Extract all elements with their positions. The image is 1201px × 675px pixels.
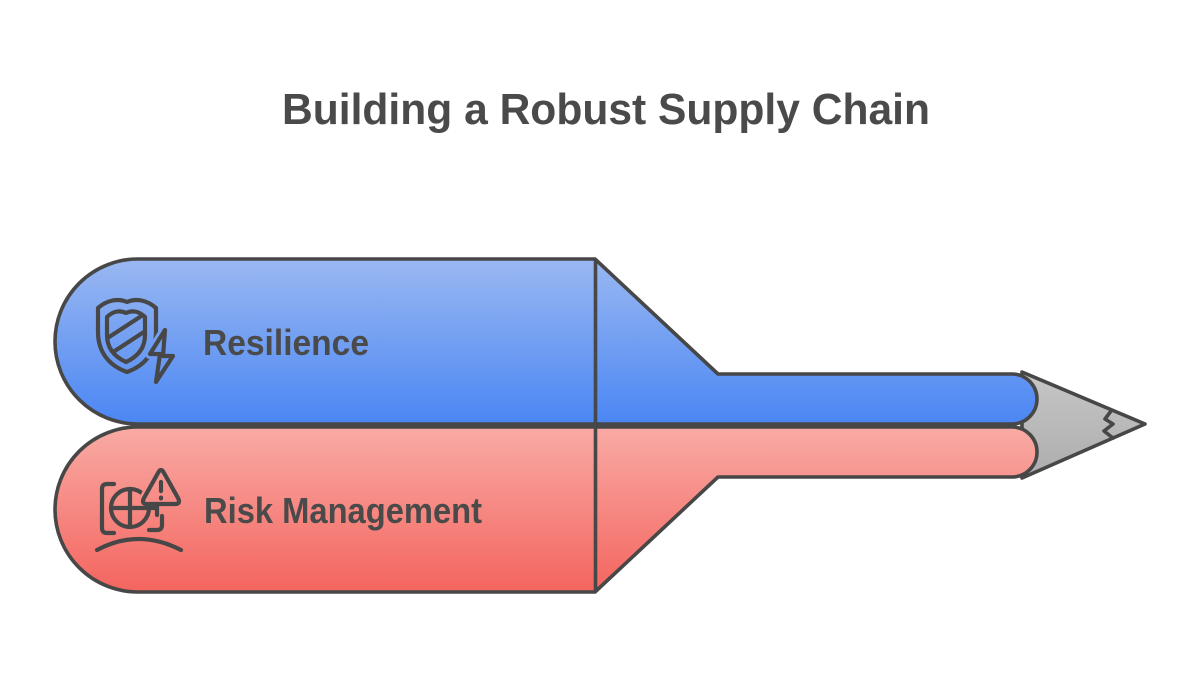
resilience-shape <box>53 257 1039 426</box>
frame-right-bracket <box>146 513 165 533</box>
risk-shape <box>53 425 1039 594</box>
lightning-bolt <box>147 327 176 385</box>
pencil-tip-shape <box>1020 370 1147 480</box>
shield-lightning-icon <box>95 297 178 387</box>
globe-warning-icon <box>94 465 184 553</box>
risk-segment <box>53 425 1039 594</box>
shield-stripes <box>107 311 145 359</box>
pencil-lead-zigzag <box>1102 409 1115 440</box>
segment-label-risk-management: Risk Management <box>204 490 482 531</box>
frown-arc <box>94 536 184 553</box>
diagram-title: Building a Robust Supply Chain <box>282 85 930 134</box>
frame-left-bracket <box>99 481 117 536</box>
inner-shield <box>104 309 148 365</box>
segment-label-resilience: Resilience <box>203 322 369 363</box>
resilience-segment <box>53 257 1039 426</box>
outer-shield <box>95 297 159 375</box>
pencil-tip <box>1020 370 1147 480</box>
